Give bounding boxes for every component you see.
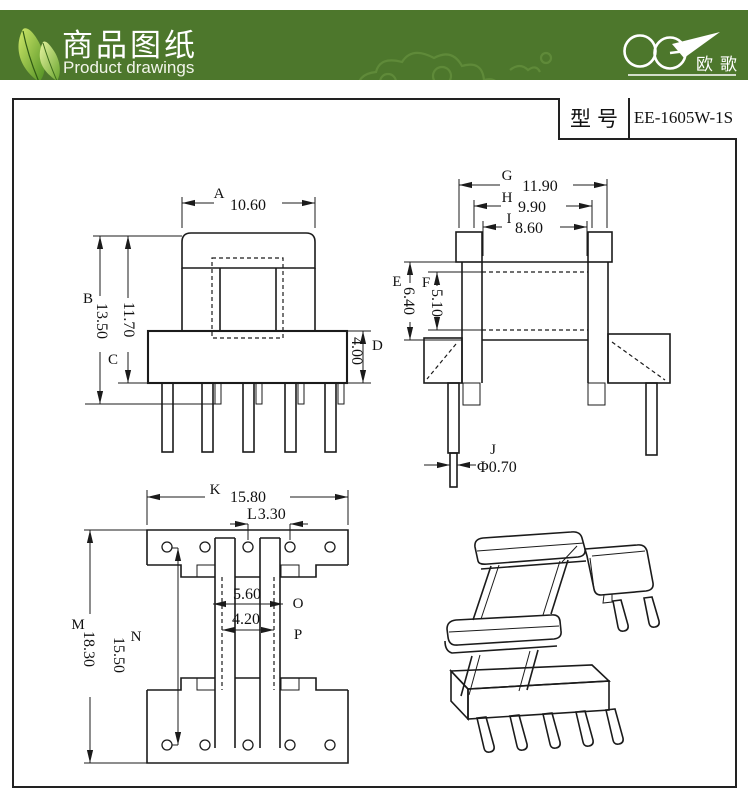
og-monogram-icon (623, 32, 720, 70)
title-block: 型号 EE-1605W-1S (558, 98, 737, 140)
page-subtitle: Product drawings (63, 58, 195, 77)
brand-logo: 欧歌 (610, 18, 742, 80)
drawing-sheet (12, 98, 737, 788)
header-banner: 商品图纸 Product drawings 欧歌 (0, 10, 748, 80)
brand-name: 欧歌 (696, 55, 744, 74)
page-title: 商品图纸 (62, 28, 198, 63)
cloud-decoration (350, 36, 590, 80)
model-label: 型号 (560, 98, 630, 138)
model-number: EE-1605W-1S (633, 108, 734, 127)
leaf-icon (10, 26, 62, 80)
